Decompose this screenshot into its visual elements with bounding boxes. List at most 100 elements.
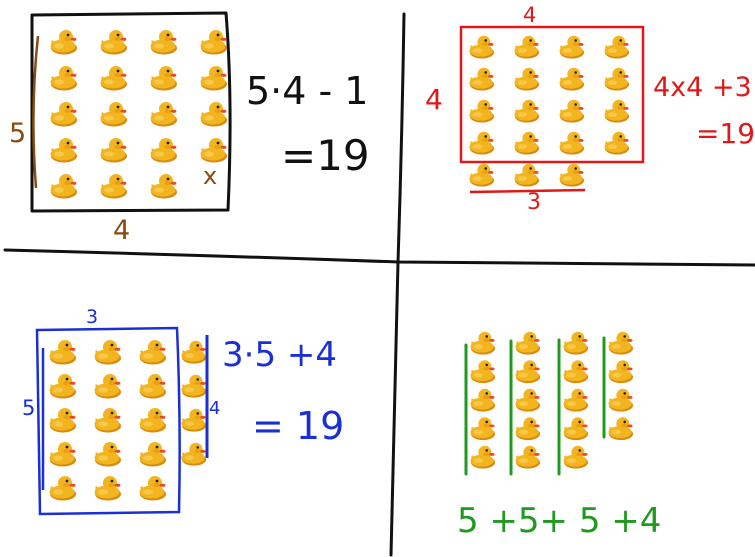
rubber-duck-icon — [604, 131, 630, 155]
rubber-duck-icon — [559, 67, 585, 91]
side-label: 5 — [22, 396, 36, 420]
rubber-duck-icon — [139, 408, 166, 433]
equation-line-2: = 19 — [252, 404, 345, 448]
rubber-duck-icon — [100, 174, 127, 199]
cross-mark: x — [203, 162, 218, 190]
rubber-duck-icon — [49, 408, 76, 433]
rubber-duck-icon — [604, 99, 630, 123]
rubber-duck-icon — [200, 138, 227, 163]
rubber-duck-icon — [470, 417, 496, 441]
rubber-duck-icon — [94, 374, 121, 399]
rubber-duck-icon — [608, 331, 634, 355]
bottom-label: 3 — [527, 190, 541, 215]
side-label: 5 — [9, 118, 27, 149]
rubber-duck-icon — [514, 163, 540, 187]
vertical-brace — [32, 35, 40, 189]
rubber-duck-icon — [49, 476, 76, 501]
rubber-duck-icon — [515, 388, 541, 412]
horizontal-divider — [3, 248, 755, 267]
rubber-duck-icon — [604, 35, 630, 59]
vertical-divider — [389, 12, 406, 557]
rubber-duck-icon — [559, 163, 585, 187]
rubber-duck-icon — [139, 340, 166, 365]
equation-line-2: =19 — [281, 131, 370, 180]
rubber-duck-icon — [50, 66, 77, 91]
rubber-duck-icon — [200, 102, 227, 127]
rubber-duck-icon — [608, 417, 634, 441]
equation-line-1: 3·5 +4 — [222, 335, 337, 375]
rubber-duck-icon — [150, 102, 177, 127]
array-frame — [30, 11, 232, 213]
rubber-duck-icon — [150, 30, 177, 55]
panel-bottom-right — [464, 331, 634, 476]
rubber-duck-icon — [139, 442, 166, 467]
rubber-duck-icon — [181, 374, 207, 398]
rubber-duck-icon — [94, 340, 121, 365]
rubber-duck-icon — [515, 360, 541, 384]
equation-line-1: 5·4 - 1 — [246, 69, 369, 113]
rubber-duck-icon — [139, 476, 166, 501]
rubber-duck-icon — [469, 163, 495, 187]
rubber-duck-icon — [200, 30, 227, 55]
rubber-duck-icon — [470, 331, 496, 355]
bottom-label: 4 — [113, 215, 131, 246]
rubber-duck-icon — [515, 445, 541, 469]
rubber-duck-icon — [100, 102, 127, 127]
rubber-duck-icon — [469, 35, 495, 59]
rubber-duck-icon — [563, 360, 589, 384]
rubber-duck-icon — [181, 408, 207, 432]
rubber-duck-icon — [514, 99, 540, 123]
panel-top-right — [459, 25, 645, 194]
panel-bottom-left — [35, 326, 209, 516]
rubber-duck-icon — [150, 174, 177, 199]
rubber-duck-icon — [608, 360, 634, 384]
rubber-duck-icon — [150, 138, 177, 163]
rubber-duck-icon — [49, 340, 76, 365]
rubber-duck-icon — [94, 408, 121, 433]
rubber-duck-icon — [470, 360, 496, 384]
rubber-duck-icon — [49, 442, 76, 467]
rubber-duck-icon — [563, 417, 589, 441]
side-label: 4 — [425, 83, 443, 116]
rubber-duck-icon — [50, 102, 77, 127]
rubber-duck-icon — [514, 35, 540, 59]
rubber-duck-icon — [200, 66, 227, 91]
rubber-duck-icon — [563, 331, 589, 355]
rubber-duck-icon — [50, 174, 77, 199]
rubber-duck-icon — [515, 331, 541, 355]
panel-top-left — [30, 11, 232, 213]
duck-array — [50, 30, 227, 199]
extra-row-brace — [469, 188, 586, 194]
top-label: 4 — [523, 3, 537, 27]
rubber-duck-icon — [559, 131, 585, 155]
rubber-duck-icon — [139, 374, 166, 399]
quadrant-dividers — [3, 12, 755, 557]
equation-line-1: 4x4 +3 — [653, 72, 752, 103]
rubber-duck-icon — [181, 340, 207, 364]
rubber-duck-icon — [515, 417, 541, 441]
rubber-duck-icon — [470, 388, 496, 412]
rubber-duck-icon — [514, 131, 540, 155]
rubber-duck-icon — [559, 99, 585, 123]
rubber-duck-icon — [100, 30, 127, 55]
rubber-duck-icon — [559, 35, 585, 59]
rubber-duck-icon — [100, 66, 127, 91]
rubber-duck-icon — [94, 442, 121, 467]
right-label: 4 — [209, 398, 221, 419]
rubber-duck-icon — [514, 67, 540, 91]
rubber-duck-icon — [50, 30, 77, 55]
top-label: 3 — [86, 306, 99, 328]
rubber-duck-icon — [469, 99, 495, 123]
rubber-duck-icon — [469, 67, 495, 91]
rubber-duck-icon — [50, 138, 77, 163]
equation: 5 +5+ 5 +4 — [457, 501, 662, 541]
rubber-duck-icon — [150, 66, 177, 91]
rubber-duck-icon — [94, 476, 121, 501]
rubber-duck-icon — [100, 138, 127, 163]
duck-columns — [470, 331, 634, 469]
column-separators — [464, 336, 606, 476]
equation-line-2: =19 — [696, 117, 755, 150]
rubber-duck-icon — [49, 374, 76, 399]
duck-array — [469, 35, 630, 187]
